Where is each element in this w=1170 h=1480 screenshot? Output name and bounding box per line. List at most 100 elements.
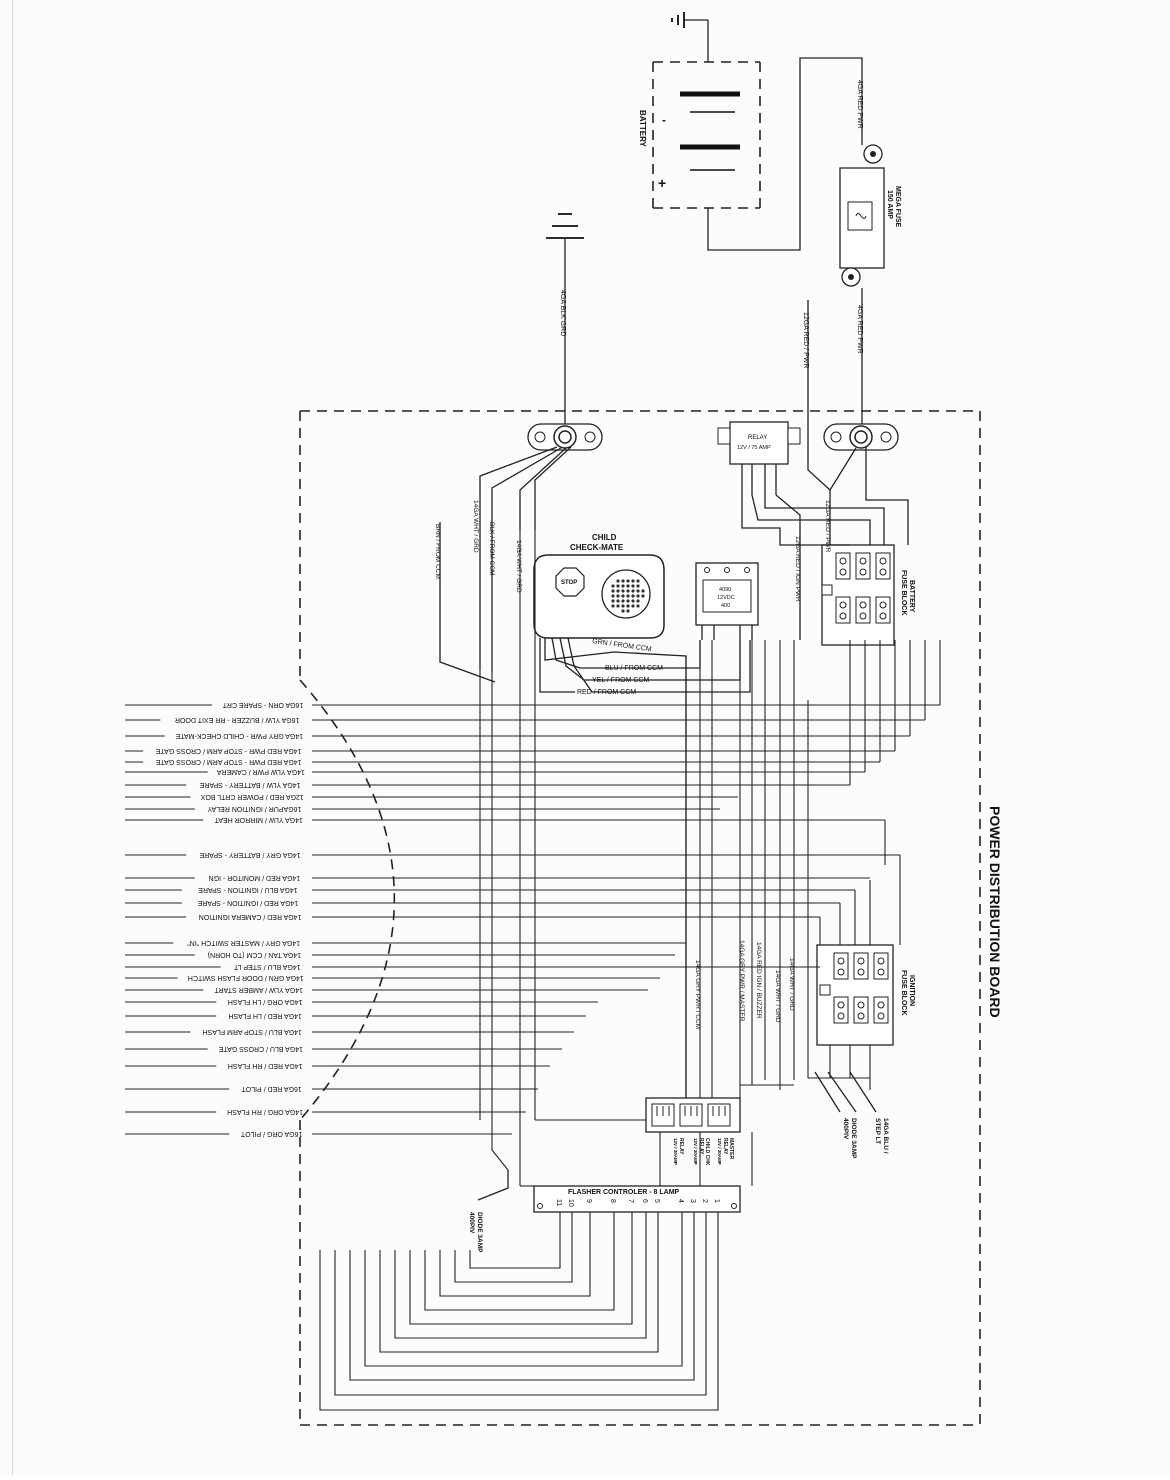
output-label: 14GA ORG / RH FLASH [227,1108,303,1115]
output-wire: 14GA GRN / DOOR FLASH SWITCH [125,974,660,981]
fuse [875,552,891,580]
grille-hole [611,589,615,593]
master-relay-label-l3: 12V / 30AMP [717,1138,722,1165]
master-relay-label-l2: RELAY [722,1138,728,1155]
flasher-pin-9: 9 [585,1199,592,1203]
fuse-terminal [837,1012,845,1020]
flasher-pin-1: 1 [713,1199,720,1203]
fuse-terminal [837,1001,845,1009]
grille-hole [611,594,615,598]
flasher-loop-wire [349,1232,695,1381]
output-label: 14GA RED PWR - STOP ARM / CROSS GATE [155,747,301,754]
fuse-terminal [877,957,885,965]
grille-hole [631,589,635,593]
fuse-terminal [857,1012,865,1020]
fuse-block-stud [821,584,833,596]
flasher-loop-wire [469,1232,561,1269]
flasher-loop-wire [319,1232,719,1411]
ignition-fuse-block-line1: IGNITION [908,975,915,1006]
small-relay-bank: MASTER RELAY 12V / 30AMP CHILD CHK RELAY… [645,1097,741,1166]
grille-hole [621,604,625,608]
flasher-label: FLASHER CONTROLER - 8 LAMP [568,1189,680,1196]
fuse [853,996,869,1024]
fuse [855,596,871,624]
flasher-pin-3: 3 [689,1199,696,1203]
grille-hole [631,604,635,608]
output-wire: 16GA RED / PILOT [125,1085,538,1092]
fuse-terminal [839,601,847,609]
diode-2-l1: DIODE 3AMP [476,1212,483,1253]
grille-hole [611,604,615,608]
relay-3-label-l2: 12V / 30AMP [673,1138,678,1165]
output-wire: 14GA YLW PWR / CAMERA [125,768,865,775]
grille-hole [616,589,620,593]
fuse-terminal [839,612,847,620]
battery-positive-sign: + [658,175,666,191]
wire-label-red-from-ccm: RED / FROM CCM [577,689,636,696]
fuse-terminal [879,601,887,609]
grille-hole [636,579,640,583]
output-label: 14GA BLU / STOP ARM FLASH [203,1028,302,1035]
flasher-pin-2: 2 [701,1199,708,1203]
output-label: 14GA YLW / MIRROR HEAT [214,816,303,823]
relay-4090-line1: 4090 [719,587,731,593]
output-label: 14GA RED / MONITOR - IGN [209,874,301,881]
wire-label-12ga-red-pwr-b: 12GA RED / PWR [824,500,831,553]
wire-label-4ga-red-pwr-top: 4GA RED PWR [856,80,863,129]
master-relay-label-l1: MASTER [728,1138,734,1160]
output-label: 16GA YLW / BUZZER - RR EXIT DOOR [175,716,299,723]
grille-hole [626,579,630,583]
output-label: 14GA BLU / STEP LT [233,963,300,970]
output-label: 14GA BLU / CROSS GATE [218,1045,303,1052]
output-label: 14GA RED / LH FLASH [228,1012,302,1019]
fuse [833,952,849,980]
grille-hole [616,584,620,588]
grille-hole [631,599,635,603]
child-chk-relay-label-l2: RELAY [698,1138,704,1155]
output-wire: 14GA YLW / MIRROR HEAT [125,816,885,823]
fuse [835,596,851,624]
grille-hole [611,599,615,603]
output-wire: 14GA BLU / STOP ARM FLASH [125,1028,574,1035]
child-check-mate: STOP CHILD CHECK-MATE [533,533,665,639]
fuse-terminal [879,557,887,565]
grille-hole [621,609,625,613]
output-wire: 14GA BLU / STEP LT [125,963,820,970]
grille-hole [636,599,640,603]
mega-fuse-rating: 150 AMP [886,190,893,219]
check-mate-subtitle: CHECK-MATE [570,543,624,552]
main-relay-label: RELAY [748,435,767,441]
grille-hole [621,599,625,603]
grille-hole [616,604,620,608]
board-title: POWER DISTRIBUTION BOARD [987,806,1003,1018]
flasher-loop-wire [394,1232,647,1339]
flasher-loop-wire [424,1232,615,1311]
wire-label-14ga-wht-grd-c: 14GA WHT / GRD [774,970,781,1023]
grille-hole [636,584,640,588]
fuse [835,552,851,580]
wire-label-grn-from-ccm: GRN / FROM CCM [592,638,652,653]
output-wire: 14GA ORG / LH FLASH [125,998,598,1005]
wire-label-blu-from-ccm: BLU / FROM CCM [605,665,663,672]
grille-hole [631,594,635,598]
output-wire: 16GA ORN - SPARE CRT [125,701,940,708]
fuse [873,996,889,1024]
power-stud [823,423,899,451]
wire-label-yel-from-ccm: YEL / FROM CCM [592,677,649,684]
grille-hole [626,594,630,598]
grille-hole [626,609,630,613]
wire-label-blk-from-ccm: BLK / FROM CCM [488,522,495,575]
battery: BATTERY + - [638,61,761,209]
diode-flasher: DIODE 3AMP 400PIV [468,1170,509,1253]
output-label: 16GAPUR / IGNITION RELAY [207,805,301,812]
output-label: 14GA GRY / BATTERY - SPARE [199,851,300,858]
output-label: 14GA TAN / CCM (TO HORN) [208,951,301,958]
page-edge [12,0,13,1475]
check-mate-stop-button: STOP [561,580,577,586]
output-label: 14GA ORG / LH FLASH [228,998,303,1005]
fuse-terminal [857,1001,865,1009]
grille-hole [626,589,630,593]
output-wire: 14GA RED PWR - STOP ARM / CROSS GATE [125,758,880,765]
fuse-block-stud [819,984,831,996]
flasher-pin-6: 6 [641,1199,648,1203]
